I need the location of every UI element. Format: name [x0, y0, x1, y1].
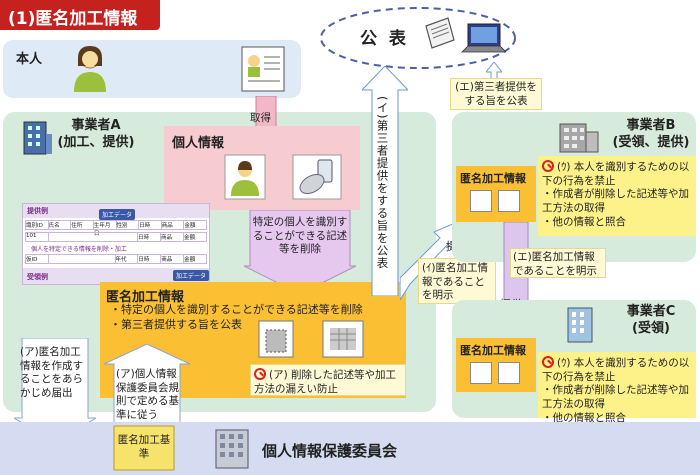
business-b-label: 事業者B (受領、提供) — [606, 118, 696, 152]
anon-bullet-2: ・第三者提供する旨を公表 — [110, 318, 242, 331]
cell: 住所 — [71, 221, 94, 229]
anon-bullet-1: ・特定の個人を識別することができる記述等を削除 — [110, 303, 363, 316]
e-publish-note: (エ)第三者提供をする旨を公表 — [450, 78, 542, 110]
cell: 仮ID — [26, 255, 49, 263]
anon-info-label-b: 匿名加工情報 — [460, 172, 526, 185]
anon-info-label-c: 匿名加工情報 — [460, 344, 526, 357]
newspaper-icon — [425, 17, 455, 49]
page-title: (1)匿名加工情報 — [0, 0, 160, 30]
sheet-row-3: 仮ID 年代 日時 商品 金額 — [25, 254, 207, 264]
cell: 金額 — [184, 223, 196, 229]
anon-doc-icon-2 — [322, 320, 364, 358]
sheet-top-label: 提供例 — [27, 207, 48, 215]
building-b-icon — [559, 123, 599, 153]
prevent-text: (ア) 削除した記述等や加工方法の漏えい防止 — [254, 369, 397, 395]
sheet-note: 個人を特定できる情報を削除・加工 — [31, 246, 127, 253]
acquire-label: 取得 — [250, 112, 271, 124]
public-ellipse — [320, 7, 516, 69]
sheet-tag-1: 加工データ — [99, 209, 136, 220]
publish-vertical-note: (イ)第三者提供をする旨を公表 — [375, 96, 390, 270]
laptop-icon — [461, 23, 506, 53]
report-note: (ア)匿名加工情報を作成することをあらかじめ届出 — [20, 346, 83, 399]
business-a-name: 事業者A — [71, 118, 121, 133]
cell: 生年月日 — [94, 221, 117, 237]
business-a-role: (加工、提供) — [57, 134, 135, 150]
anon-doc-icon-c1 — [470, 362, 492, 384]
cell: 101 — [26, 233, 49, 241]
cell: 金額 — [184, 257, 196, 263]
card-phone-icon — [292, 154, 342, 200]
business-a-label: 事業者A (加工、提供) — [56, 118, 136, 152]
cell: 日時 — [139, 221, 162, 229]
prohibit-b-line2: ・作成者が削除した記述等や加工方法の取得 — [542, 188, 689, 214]
anon-doc-icon-1 — [258, 320, 294, 358]
committee-building-icon — [215, 429, 249, 469]
sheet-row-1: 識別ID 氏名 住所 生年月日 性別 日時 商品 金額 — [25, 220, 207, 237]
cell: 日時 — [138, 255, 162, 263]
standard-doc-label: 匿名加工基準 — [117, 434, 171, 460]
building-a-icon — [23, 121, 52, 155]
business-c-label: 事業者C (受領) — [606, 304, 696, 338]
sheet-tag-2: 加工データ — [173, 270, 209, 281]
e-disclose-note: (エ)匿名加工情報であることを明示 — [510, 248, 606, 278]
cell — [49, 255, 116, 263]
standard-doc-icon — [113, 425, 175, 471]
cell: 識別ID — [26, 221, 49, 229]
delete-note: 特定の個人を識別することができる記述等を削除 — [252, 216, 348, 256]
cell: 年代 — [116, 255, 139, 263]
cell: 商品 — [161, 233, 184, 241]
prohibit-c-line3: ・他の情報と照合 — [542, 411, 626, 424]
sheet-bottom-label: 受領例 — [27, 273, 48, 281]
business-c-name: 事業者C — [626, 304, 676, 319]
cell: 商品 — [162, 221, 185, 229]
cell: 氏名 — [49, 221, 72, 229]
prohibit-c-line1: (ｳ) 本人を識別するための以下の行為を禁止 — [542, 357, 690, 383]
cell: 商品 — [161, 255, 185, 263]
anon-info-label-a: 匿名加工情報 — [106, 290, 185, 305]
personal-info-label: 個人情報 — [172, 136, 225, 151]
anon-info-box-c — [456, 338, 536, 392]
public-label: 公 表 — [360, 29, 409, 49]
prohibited-icon — [254, 368, 266, 380]
publish-up-arrow — [362, 66, 408, 296]
committee-label: 個人情報保護委員会 — [262, 442, 398, 460]
anon-doc-icon-c2 — [498, 362, 520, 384]
u-disclose-note: (ｲ)匿名加工情報であることを明示 — [418, 258, 496, 304]
sheet-row-2: 101 日時 商品 金額 — [25, 232, 207, 242]
prohibit-b-line3: ・他の情報と照合 — [542, 215, 626, 228]
prohibit-c-line2: ・作成者が削除した記述等や加工方法の取得 — [542, 384, 689, 410]
delete-arrow — [244, 210, 356, 294]
business-b-role: (受領、提供) — [612, 134, 690, 150]
cell — [49, 233, 138, 241]
building-c-icon — [567, 307, 593, 343]
business-c-role: (受領) — [632, 320, 670, 336]
cell: 日時 — [138, 233, 161, 241]
prohibit-box-b: (ｳ) 本人を識別するための以下の行為を禁止 ・作成者が削除した記述等や加工方法… — [538, 156, 696, 236]
prohibited-icon — [542, 160, 554, 172]
business-b-name: 事業者B — [626, 118, 676, 133]
prohibited-icon — [542, 356, 554, 368]
cell: 金額 — [184, 235, 196, 241]
standard-arrow — [104, 344, 190, 428]
anon-doc-icon-b1 — [470, 190, 492, 212]
id-card-icon — [241, 46, 285, 92]
standard-note: (ア)個人情報保護委員会規則で定める基準に従う — [116, 368, 179, 421]
prevent-note: (ア) 削除した記述等や加工方法の漏えい防止 — [250, 364, 406, 396]
prohibit-box-c: (ｳ) 本人を識別するための以下の行為を禁止 ・作成者が削除した記述等や加工方法… — [538, 352, 696, 424]
honnin-label: 本人 — [16, 52, 43, 67]
data-sheet: 提供例 識別ID 氏名 住所 生年月日 性別 日時 商品 金額 101 日時 商… — [22, 203, 210, 285]
anon-info-box-b — [456, 166, 536, 222]
anon-doc-icon-b2 — [498, 190, 520, 212]
person-doc-icon — [224, 154, 266, 200]
prohibit-b-line1: (ｳ) 本人を識別するための以下の行為を禁止 — [542, 161, 690, 187]
cell: 性別 — [117, 221, 140, 229]
person-icon — [74, 46, 106, 92]
